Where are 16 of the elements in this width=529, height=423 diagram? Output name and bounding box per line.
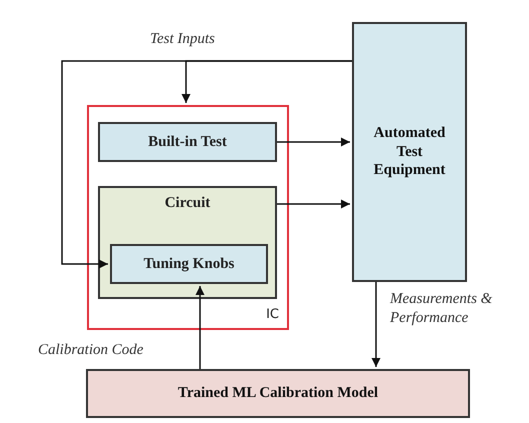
arrow [277,200,350,208]
arrow [61,60,352,268]
edge-label: Calibration Code [38,341,144,360]
edge-label: Measurements & Performance [390,290,494,328]
process-box: Automated Test Equipment [352,22,467,282]
arrow [277,138,350,146]
process-box [98,186,277,299]
process-box: Tuning Knobs [110,244,268,284]
node-label: IC [266,306,279,324]
arrow [372,282,380,367]
arrow [196,286,204,369]
process-box: Built-in Test [98,122,277,162]
process-box: Trained ML Calibration Model [86,369,470,418]
node-label: Circuit [164,194,210,213]
chip-boundary [87,105,289,330]
edge-label: Test Inputs [150,30,215,49]
